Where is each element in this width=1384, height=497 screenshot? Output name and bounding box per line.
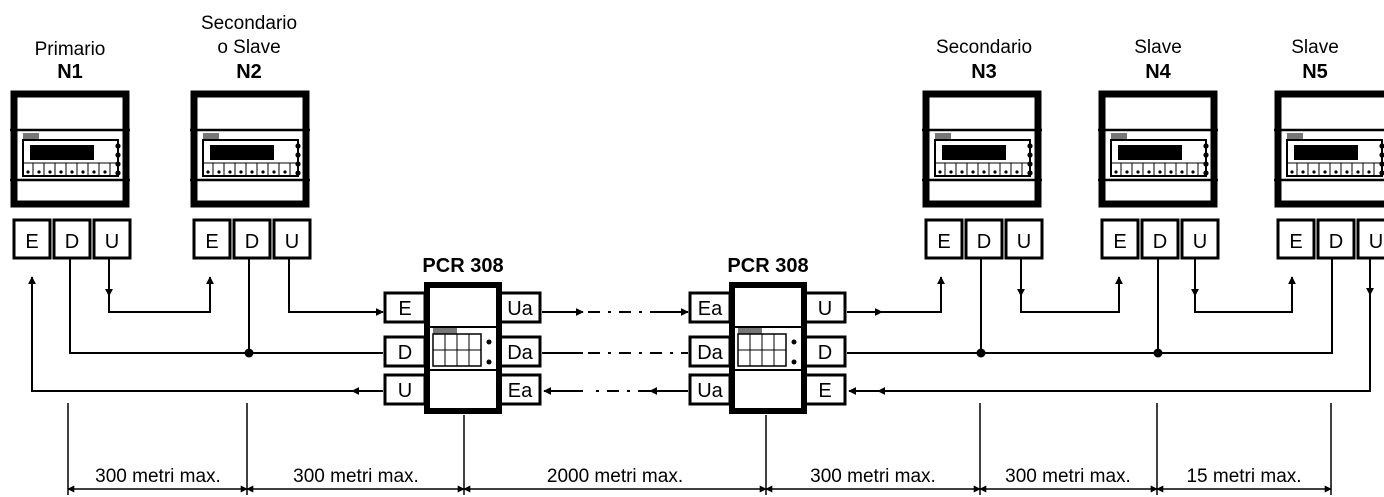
converter-2-terminal-e: E: [818, 380, 831, 402]
device-n2-terminal-d: D: [245, 231, 259, 253]
distance-label-n1-n2: 300 metri max.: [95, 466, 221, 487]
distance-label-n4-n5: 15 metri max.: [1186, 466, 1301, 487]
device-n5-label: Slave N5: [1291, 37, 1339, 83]
converter-1-terminal-ea: Ea: [508, 380, 533, 402]
device-n1-label: Primario N1: [35, 39, 106, 83]
junction-dot: [244, 348, 254, 358]
device-n3-terminal-u: U: [1017, 231, 1031, 253]
device-n1-id: N1: [57, 61, 83, 83]
device-n5-id: N5: [1302, 61, 1328, 83]
device-n3-label: Secondario N3: [936, 37, 1032, 83]
device-n3-role: Secondario: [936, 37, 1032, 58]
converter-2-terminal-ua: Ua: [697, 380, 723, 402]
converter-1-terminal-ua: Ua: [507, 298, 533, 320]
device-n4-label: Slave N4: [1134, 37, 1182, 83]
device-n2-id: N2: [236, 61, 262, 83]
device-n4-terminal-u: U: [1193, 231, 1207, 253]
device-n2-terminal-e: E: [205, 231, 218, 253]
converter-2-terminal-u: U: [818, 298, 832, 320]
converter-2-title: PCR 308: [727, 255, 808, 277]
device-n1-role: Primario: [35, 39, 106, 60]
device-n3-terminal-e: E: [937, 231, 950, 253]
converter-1: E D U Ua Da Ea: [383, 282, 542, 414]
converter-2-terminal-ea: Ea: [698, 298, 723, 320]
device-n1-terminal-u: U: [105, 231, 119, 253]
distance-label-n2-pcr: 300 metri max.: [293, 466, 419, 487]
device-n1-terminal-e: E: [25, 231, 38, 253]
device-n3-terminal-d: D: [977, 231, 991, 253]
device-n5-terminal-u: U: [1369, 231, 1383, 253]
device-n2-role-line2: o Slave: [217, 37, 280, 58]
converter-2-terminal-da: Da: [697, 342, 723, 364]
device-n5-role: Slave: [1291, 37, 1339, 58]
converter-1-terminal-d: D: [398, 342, 412, 364]
right-wiring: [847, 259, 1374, 395]
device-n4-terminal-d: D: [1153, 231, 1167, 253]
converter-1-terminal-da: Da: [507, 342, 533, 364]
device-n2-role-line1: Secondario: [201, 13, 297, 34]
distance-label-n3-n4: 300 metri max.: [1005, 466, 1131, 487]
junction-dot: [1153, 348, 1163, 358]
left-wiring: [28, 259, 584, 395]
device-n2-label: Secondario o Slave N2: [201, 13, 297, 83]
distance-label-pcr-n3: 300 metri max.: [810, 466, 936, 487]
device-n5-terminal-d: D: [1329, 231, 1343, 253]
long-link: [588, 308, 689, 395]
device-n4-id: N4: [1145, 61, 1171, 83]
device-n4-role: Slave: [1134, 37, 1182, 58]
dimension-lines: [67, 403, 1332, 495]
device-n3-id: N3: [971, 61, 997, 83]
device-n2-terminal-u: U: [285, 231, 299, 253]
converter-2-terminal-d: D: [818, 342, 832, 364]
converter-1-terminal-e: E: [398, 298, 411, 320]
converter-1-title: PCR 308: [422, 255, 503, 277]
device-n1-terminal-d: D: [65, 231, 79, 253]
device-n5-terminal-e: E: [1289, 231, 1302, 253]
converter-2: Ea Da Ua U D E: [688, 282, 847, 414]
distance-label-pcr-pcr: 2000 metri max.: [547, 466, 683, 487]
junction-dot: [976, 348, 986, 358]
device-n4-terminal-e: E: [1113, 231, 1126, 253]
converter-1-terminal-u: U: [398, 380, 412, 402]
